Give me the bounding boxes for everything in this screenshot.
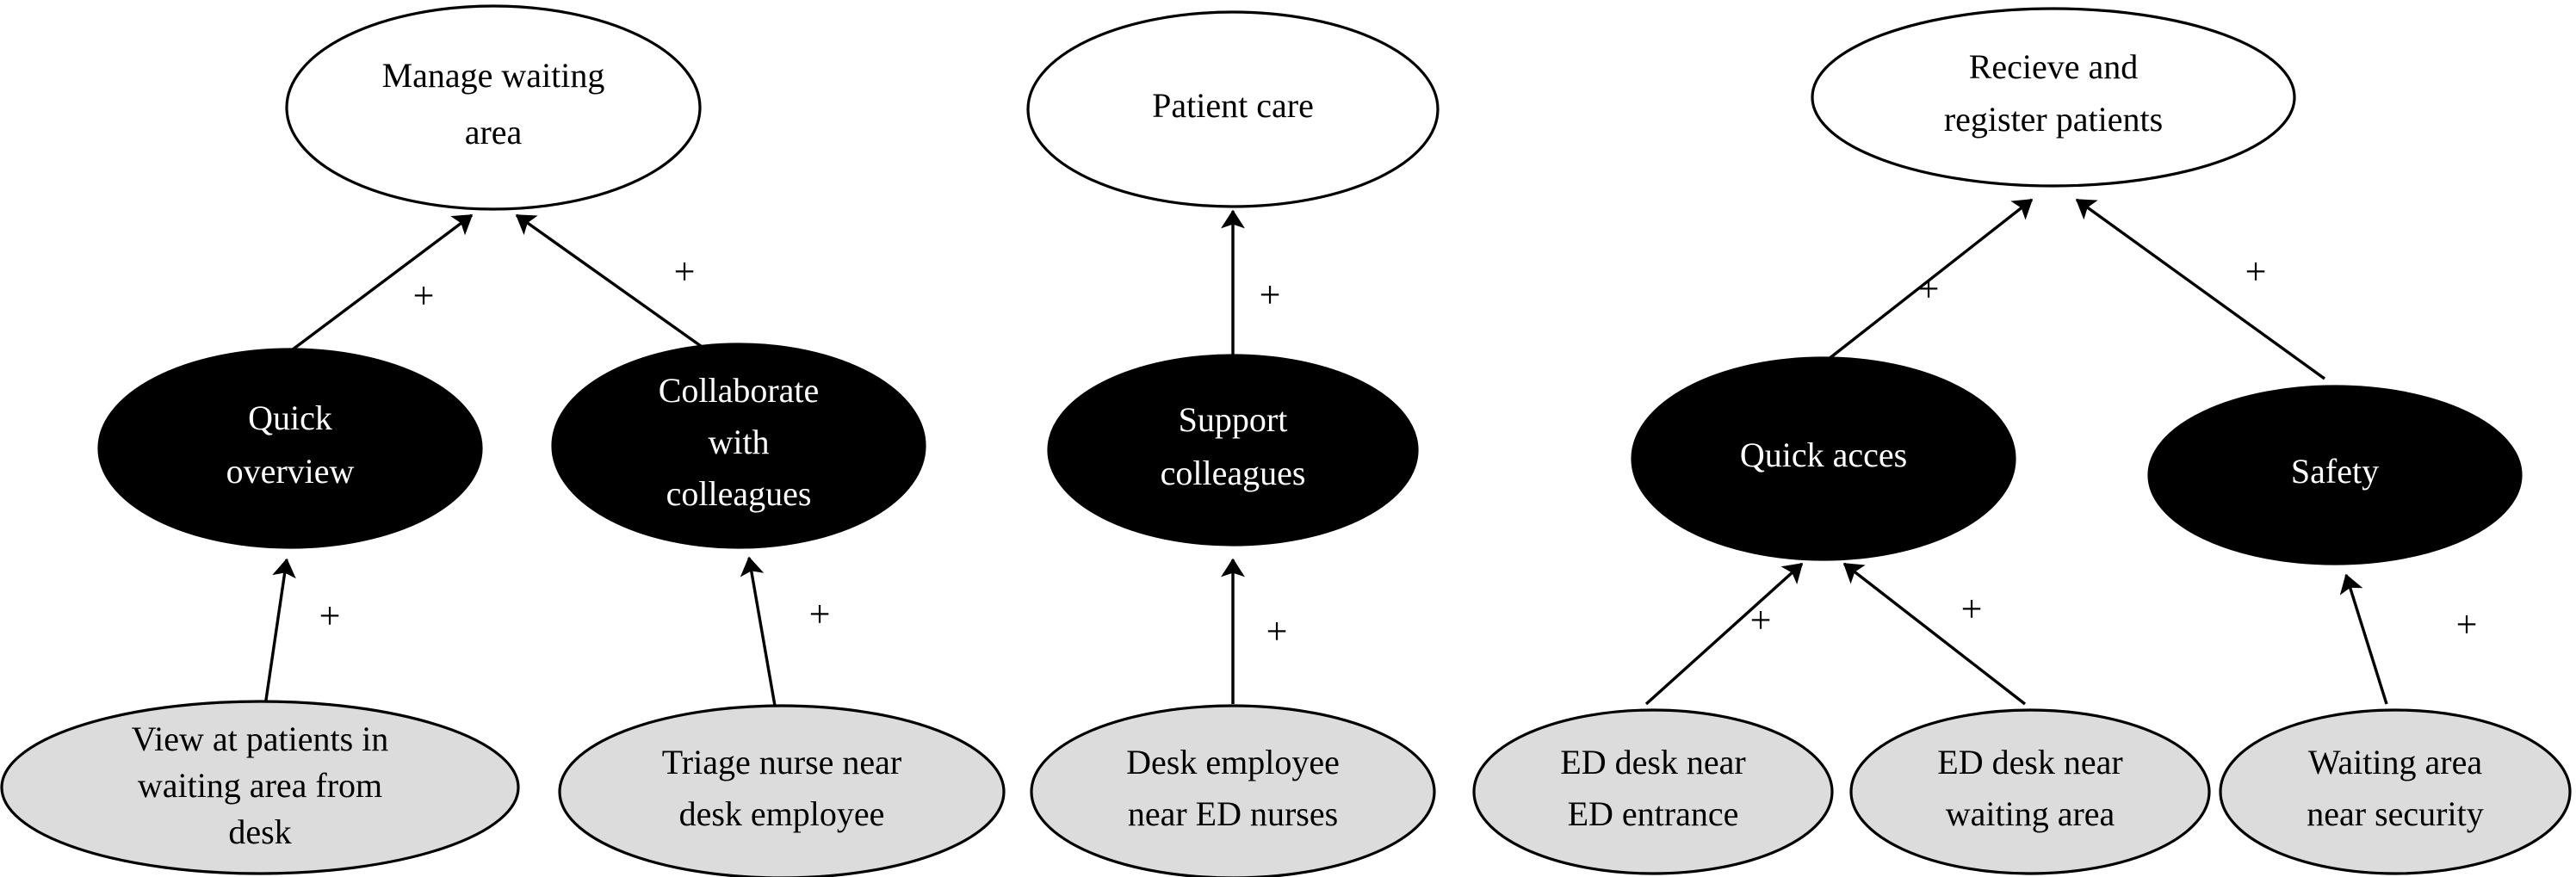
edge-triage-nurse-to-collaborate: + bbox=[740, 556, 831, 707]
node-label-line: ED desk near bbox=[1560, 743, 1745, 781]
node-shape-ellipse[interactable] bbox=[1849, 708, 2211, 875]
node-shape-ellipse[interactable] bbox=[2147, 385, 2523, 565]
edge-label-plus: + bbox=[1260, 274, 1281, 316]
node-label-line: Desk employee bbox=[1126, 743, 1340, 781]
node-shape-ellipse[interactable] bbox=[1030, 704, 1436, 877]
edge-waiting-security-to-safety: + bbox=[2339, 573, 2478, 705]
node-shape-ellipse[interactable] bbox=[551, 343, 926, 549]
edge-label-plus: + bbox=[1918, 268, 1940, 310]
edge-support-colleagues-to-patient-care: + bbox=[1221, 209, 1281, 360]
edge-label-plus: + bbox=[1266, 610, 1288, 652]
node-label-line: with bbox=[708, 423, 769, 461]
edge-label-plus: + bbox=[674, 250, 696, 293]
node-shape-ellipse[interactable] bbox=[2219, 708, 2572, 875]
node-label-line: area bbox=[465, 113, 523, 151]
node-patient-care[interactable]: Patient care bbox=[1026, 10, 1440, 208]
edge-label-plus: + bbox=[809, 593, 831, 635]
node-shape-ellipse[interactable] bbox=[0, 700, 520, 875]
edge-label-plus: + bbox=[319, 595, 341, 637]
edge-ed-desk-waiting-to-quick-acces: + bbox=[1842, 562, 2027, 706]
node-label-line: Patient care bbox=[1152, 86, 1314, 125]
node-quick-acces[interactable]: Quick acces bbox=[1631, 356, 2016, 561]
node-label-line: waiting area bbox=[1946, 794, 2115, 833]
node-label-line: register patients bbox=[1944, 100, 2163, 139]
node-label-line: Quick bbox=[248, 398, 332, 437]
node-label-line: View at patients in bbox=[132, 720, 389, 758]
edge-label-plus: + bbox=[1750, 599, 1772, 641]
edge-label-plus: + bbox=[2245, 250, 2267, 293]
node-collaborate-with-colleagues[interactable]: Collaborate with colleagues bbox=[551, 343, 926, 549]
node-label-line: ED entrance bbox=[1568, 794, 1739, 833]
node-shape-ellipse[interactable] bbox=[1047, 354, 1419, 547]
edge-label-plus: + bbox=[1961, 588, 1983, 630]
edge-safety-to-recieve-register: + bbox=[2075, 198, 2325, 380]
node-label-line: overview bbox=[226, 452, 355, 491]
node-triage-nurse-near-desk-employee[interactable]: Triage nurse near desk employee bbox=[558, 704, 1006, 877]
node-shape-ellipse[interactable] bbox=[1472, 708, 1834, 875]
node-ed-desk-near-ed-entrance[interactable]: ED desk near ED entrance bbox=[1472, 708, 1834, 875]
node-manage-waiting-area[interactable]: Manage waiting area bbox=[285, 4, 702, 211]
node-label-line: Manage waiting bbox=[382, 56, 605, 95]
node-support-colleagues[interactable]: Support colleagues bbox=[1047, 354, 1419, 547]
edge-desk-employee-to-support-colleagues: + bbox=[1221, 558, 1288, 704]
node-label-line: Safety bbox=[2291, 452, 2379, 491]
edge-view-patients-to-quick-overview: + bbox=[263, 558, 341, 707]
edge-ed-desk-entrance-to-quick-acces: + bbox=[1644, 562, 1804, 706]
edge-quick-acces-to-recieve-register: + bbox=[1815, 198, 2034, 370]
node-quick-overview[interactable]: Quick overview bbox=[97, 348, 483, 549]
node-label-line: colleagues bbox=[666, 474, 812, 513]
node-ed-desk-near-waiting-area[interactable]: ED desk near waiting area bbox=[1849, 708, 2211, 875]
edge-collaborate-to-manage-waiting-area: + bbox=[515, 213, 714, 356]
node-label-line: near security bbox=[2307, 794, 2483, 833]
node-label-line: Recieve and bbox=[1969, 47, 2139, 86]
node-label-line: Collaborate bbox=[659, 371, 820, 410]
node-desk-employee-near-ed-nurses[interactable]: Desk employee near ED nurses bbox=[1030, 704, 1436, 877]
node-view-at-patients-in-waiting-area-from-desk[interactable]: View at patients in waiting area from de… bbox=[0, 700, 520, 875]
node-safety[interactable]: Safety bbox=[2147, 385, 2523, 565]
node-label-line: colleagues bbox=[1161, 454, 1306, 492]
node-label-line: waiting area from bbox=[138, 766, 382, 805]
node-label-line: desk employee bbox=[679, 794, 885, 833]
node-label-line: Quick acces bbox=[1740, 435, 1907, 474]
node-label-line: desk bbox=[228, 812, 291, 851]
node-label-line: Support bbox=[1179, 400, 1288, 439]
edge-label-plus: + bbox=[413, 275, 435, 317]
edge-layer: + + + + + + + bbox=[263, 198, 2478, 707]
node-recieve-register-patients[interactable]: Recieve and register patients bbox=[1811, 7, 2296, 188]
node-shape-ellipse[interactable] bbox=[1631, 356, 2016, 561]
node-label-line: Waiting area bbox=[2308, 743, 2482, 781]
node-label-line: ED desk near bbox=[1937, 743, 2122, 781]
node-shape-ellipse[interactable] bbox=[1811, 7, 2296, 188]
edge-quick-overview-to-manage-waiting-area: + bbox=[284, 213, 474, 356]
node-label-line: Triage nurse near bbox=[662, 743, 901, 781]
node-shape-ellipse[interactable] bbox=[97, 348, 483, 549]
node-waiting-area-near-security[interactable]: Waiting area near security bbox=[2219, 708, 2572, 875]
node-layer: Manage waiting area Patient care Recieve… bbox=[0, 4, 2572, 877]
node-shape-ellipse[interactable] bbox=[285, 4, 702, 211]
node-label-line: near ED nurses bbox=[1128, 794, 1338, 833]
node-shape-ellipse[interactable] bbox=[1026, 10, 1440, 208]
node-shape-ellipse[interactable] bbox=[558, 704, 1006, 877]
edge-label-plus: + bbox=[2456, 603, 2478, 645]
